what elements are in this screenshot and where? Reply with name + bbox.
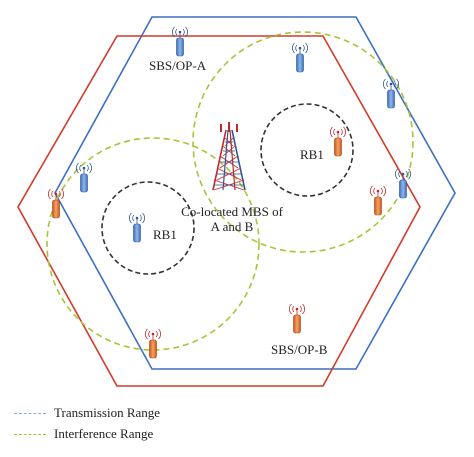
small-base-station-icon xyxy=(75,162,93,193)
legend-transmission-line xyxy=(14,412,46,414)
legend-interference: Interference Range xyxy=(14,426,153,442)
small-base-station-icon xyxy=(369,185,387,216)
small-base-station-icon xyxy=(291,42,309,73)
small-base-station-icon xyxy=(329,126,347,157)
label-mbs-line1: Co-located MBS of xyxy=(181,204,283,219)
macro-base-station-icon xyxy=(212,122,246,191)
legend-transmission: Transmission Range xyxy=(14,405,160,421)
transmission-range-left xyxy=(101,181,195,275)
transmission-range-right xyxy=(260,103,354,197)
label-rb1-left: RB1 xyxy=(153,227,177,242)
interference-range-right xyxy=(192,31,414,253)
small-base-station-icon xyxy=(382,78,400,109)
legend-interference-line xyxy=(14,433,46,435)
small-base-station-icon xyxy=(288,303,306,334)
small-base-station-icon xyxy=(144,328,162,359)
legend-transmission-label: Transmission Range xyxy=(54,405,161,420)
operator-a-hexagon xyxy=(54,16,456,370)
small-base-station-icon xyxy=(128,212,146,243)
interference-range-left xyxy=(46,137,260,351)
label-mbs: Co-located MBS of A and B xyxy=(181,204,283,235)
label-sbs-op-b: SBS/OP-B xyxy=(271,342,328,357)
label-mbs-line2: A and B xyxy=(210,218,254,234)
label-rb1-right: RB1 xyxy=(300,147,324,162)
small-base-station-icon xyxy=(171,26,189,57)
label-sbs-op-a: SBS/OP-A xyxy=(149,58,207,73)
operator-b-hexagon xyxy=(17,35,421,387)
legend-interference-label: Interference Range xyxy=(54,426,154,441)
